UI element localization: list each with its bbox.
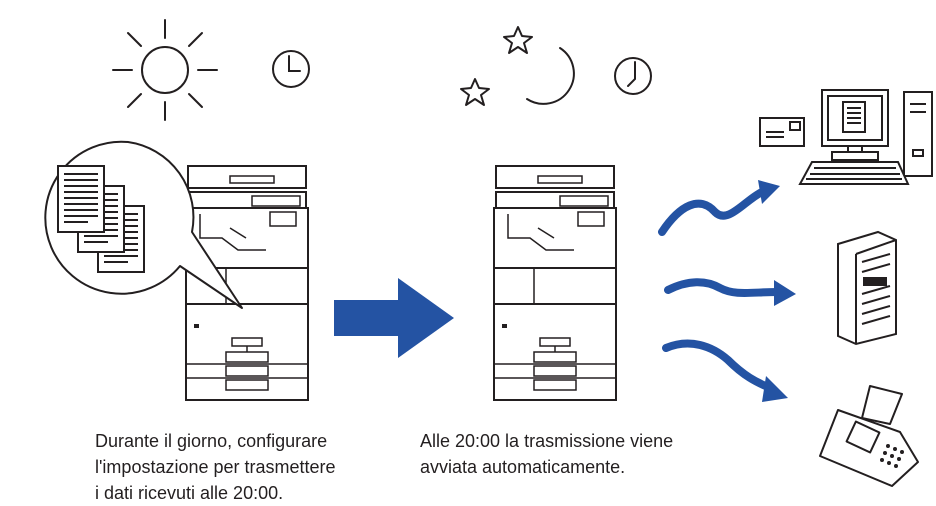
clock-icon	[272, 50, 310, 88]
transmission-arrow-icon	[664, 278, 796, 306]
transmission-arrow-icon	[662, 339, 788, 402]
multifunction-printer-icon	[493, 165, 617, 401]
transmission-arrow-icon	[658, 180, 780, 236]
caption-line: avviata automaticamente.	[420, 457, 626, 477]
caption-daytime: Durante il giorno, configurare l'imposta…	[95, 428, 395, 506]
sun-icon	[112, 19, 218, 121]
star-icon	[503, 26, 533, 54]
server-icon	[837, 230, 897, 346]
fax-icon	[819, 385, 919, 487]
caption-line: i dati ricevuti alle 20:00.	[95, 483, 284, 503]
caption-line: Alle 20:00 la trasmissione viene	[420, 431, 674, 451]
star-icon	[460, 78, 490, 106]
clock-icon	[614, 57, 652, 95]
caption-line: l'impostazione per trasmettere	[95, 457, 336, 477]
caption-line: Durante il giorno, configurare	[95, 431, 328, 451]
moon-icon	[526, 47, 575, 105]
scheduled-transmission-diagram	[44, 19, 933, 487]
computer-icon	[759, 89, 933, 185]
document-bubble	[44, 140, 243, 309]
big-arrow-icon	[334, 278, 454, 358]
caption-nighttime: Alle 20:00 la trasmissione viene avviata…	[420, 428, 740, 480]
